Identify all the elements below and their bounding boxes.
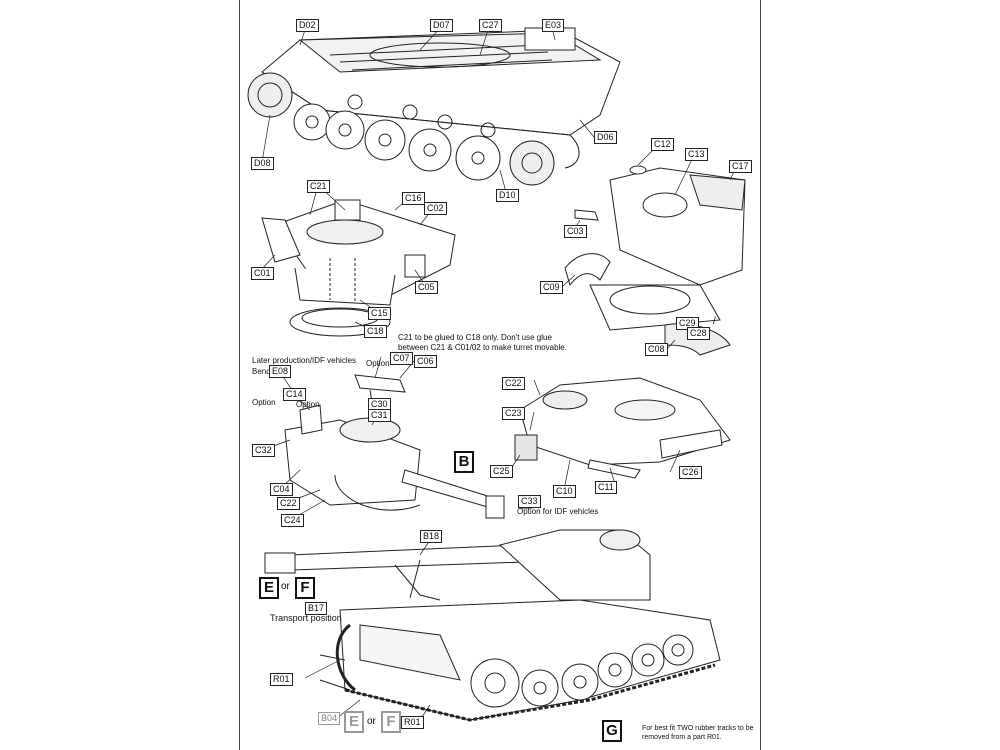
hull-lower-drawing [247, 27, 621, 186]
label-c26: C26 [679, 466, 702, 479]
or-text-bottom: or [367, 716, 376, 727]
glue-note-line1: C21 to be glued to C18 only. Don't use g… [398, 333, 552, 342]
label-d08: D08 [251, 157, 274, 170]
option-note-left: Option [252, 398, 276, 407]
label-c31: C31 [368, 409, 391, 422]
label-c17: C17 [729, 160, 752, 173]
label-c11: C11 [595, 481, 617, 494]
label-d06: D06 [594, 131, 617, 144]
label-c23: C23 [502, 407, 525, 420]
label-c05: C05 [415, 281, 438, 294]
label-c24: C24 [281, 514, 304, 527]
turret-basket-drawing [261, 199, 456, 337]
label-c15: C15 [368, 307, 391, 320]
label-c28: C28 [687, 327, 710, 340]
complete-tank-drawing [264, 529, 721, 722]
step-e-top: E [259, 577, 279, 599]
step-e-bottom: E [344, 711, 364, 733]
later-production-note: Later production/IDF vehicles [252, 356, 357, 365]
label-c01: C01 [251, 267, 274, 280]
tracks-note-line1: For best fit TWO rubber tracks to be [642, 725, 754, 732]
label-b04: B04 [318, 712, 341, 725]
label-c22-right: C22 [502, 377, 525, 390]
step-f-top: F [295, 577, 315, 599]
or-text-top: or [281, 581, 290, 592]
tracks-note-line2: removed from a part R01. [642, 734, 722, 741]
label-c22-left: C22 [277, 497, 300, 510]
label-c02: C02 [424, 202, 447, 215]
step-f-bottom: F [381, 711, 401, 733]
label-c10: C10 [553, 485, 576, 498]
label-c21: C21 [307, 180, 330, 193]
gun-mantlet-drawing [284, 374, 505, 519]
label-e08: E08 [269, 365, 292, 378]
bend-note: Bend [252, 367, 271, 376]
label-c12: C12 [651, 138, 674, 151]
label-c25: C25 [490, 465, 513, 478]
transport-position-note: Transport position [270, 613, 342, 623]
label-c14: C14 [283, 388, 306, 401]
label-c08: C08 [645, 343, 668, 356]
label-c06: C06 [414, 355, 437, 368]
label-b17: B17 [305, 602, 328, 615]
label-c13: C13 [685, 148, 708, 161]
label-c03: C03 [564, 225, 587, 238]
glue-note-line2: between C21 & C01/02 to make turret mova… [398, 343, 567, 352]
label-c16: C16 [402, 192, 425, 205]
label-r01-left: R01 [270, 673, 293, 686]
turret-shell-drawing [564, 165, 746, 356]
step-b: B [454, 451, 474, 473]
label-d07: D07 [430, 19, 453, 32]
slash: / [713, 316, 716, 327]
label-c33: C33 [518, 495, 541, 508]
label-d10: D10 [496, 189, 519, 202]
label-r01-bottom: R01 [401, 716, 424, 729]
label-c18: C18 [364, 325, 387, 338]
label-c32: C32 [252, 444, 275, 457]
option-note-right: Option [296, 400, 320, 409]
option-note-c07: Option [366, 359, 390, 368]
step-g: G [602, 720, 622, 742]
idf-option-note: Option for IDF vehicles [517, 507, 599, 516]
label-c04: C04 [270, 483, 293, 496]
label-d02: D02 [296, 19, 319, 32]
label-c07: C07 [390, 352, 413, 365]
label-e03: E03 [542, 19, 565, 32]
turret-hull-drawing [514, 377, 731, 509]
label-c27: C27 [479, 19, 502, 32]
label-b18: B18 [420, 530, 443, 543]
label-c09: C09 [540, 281, 563, 294]
